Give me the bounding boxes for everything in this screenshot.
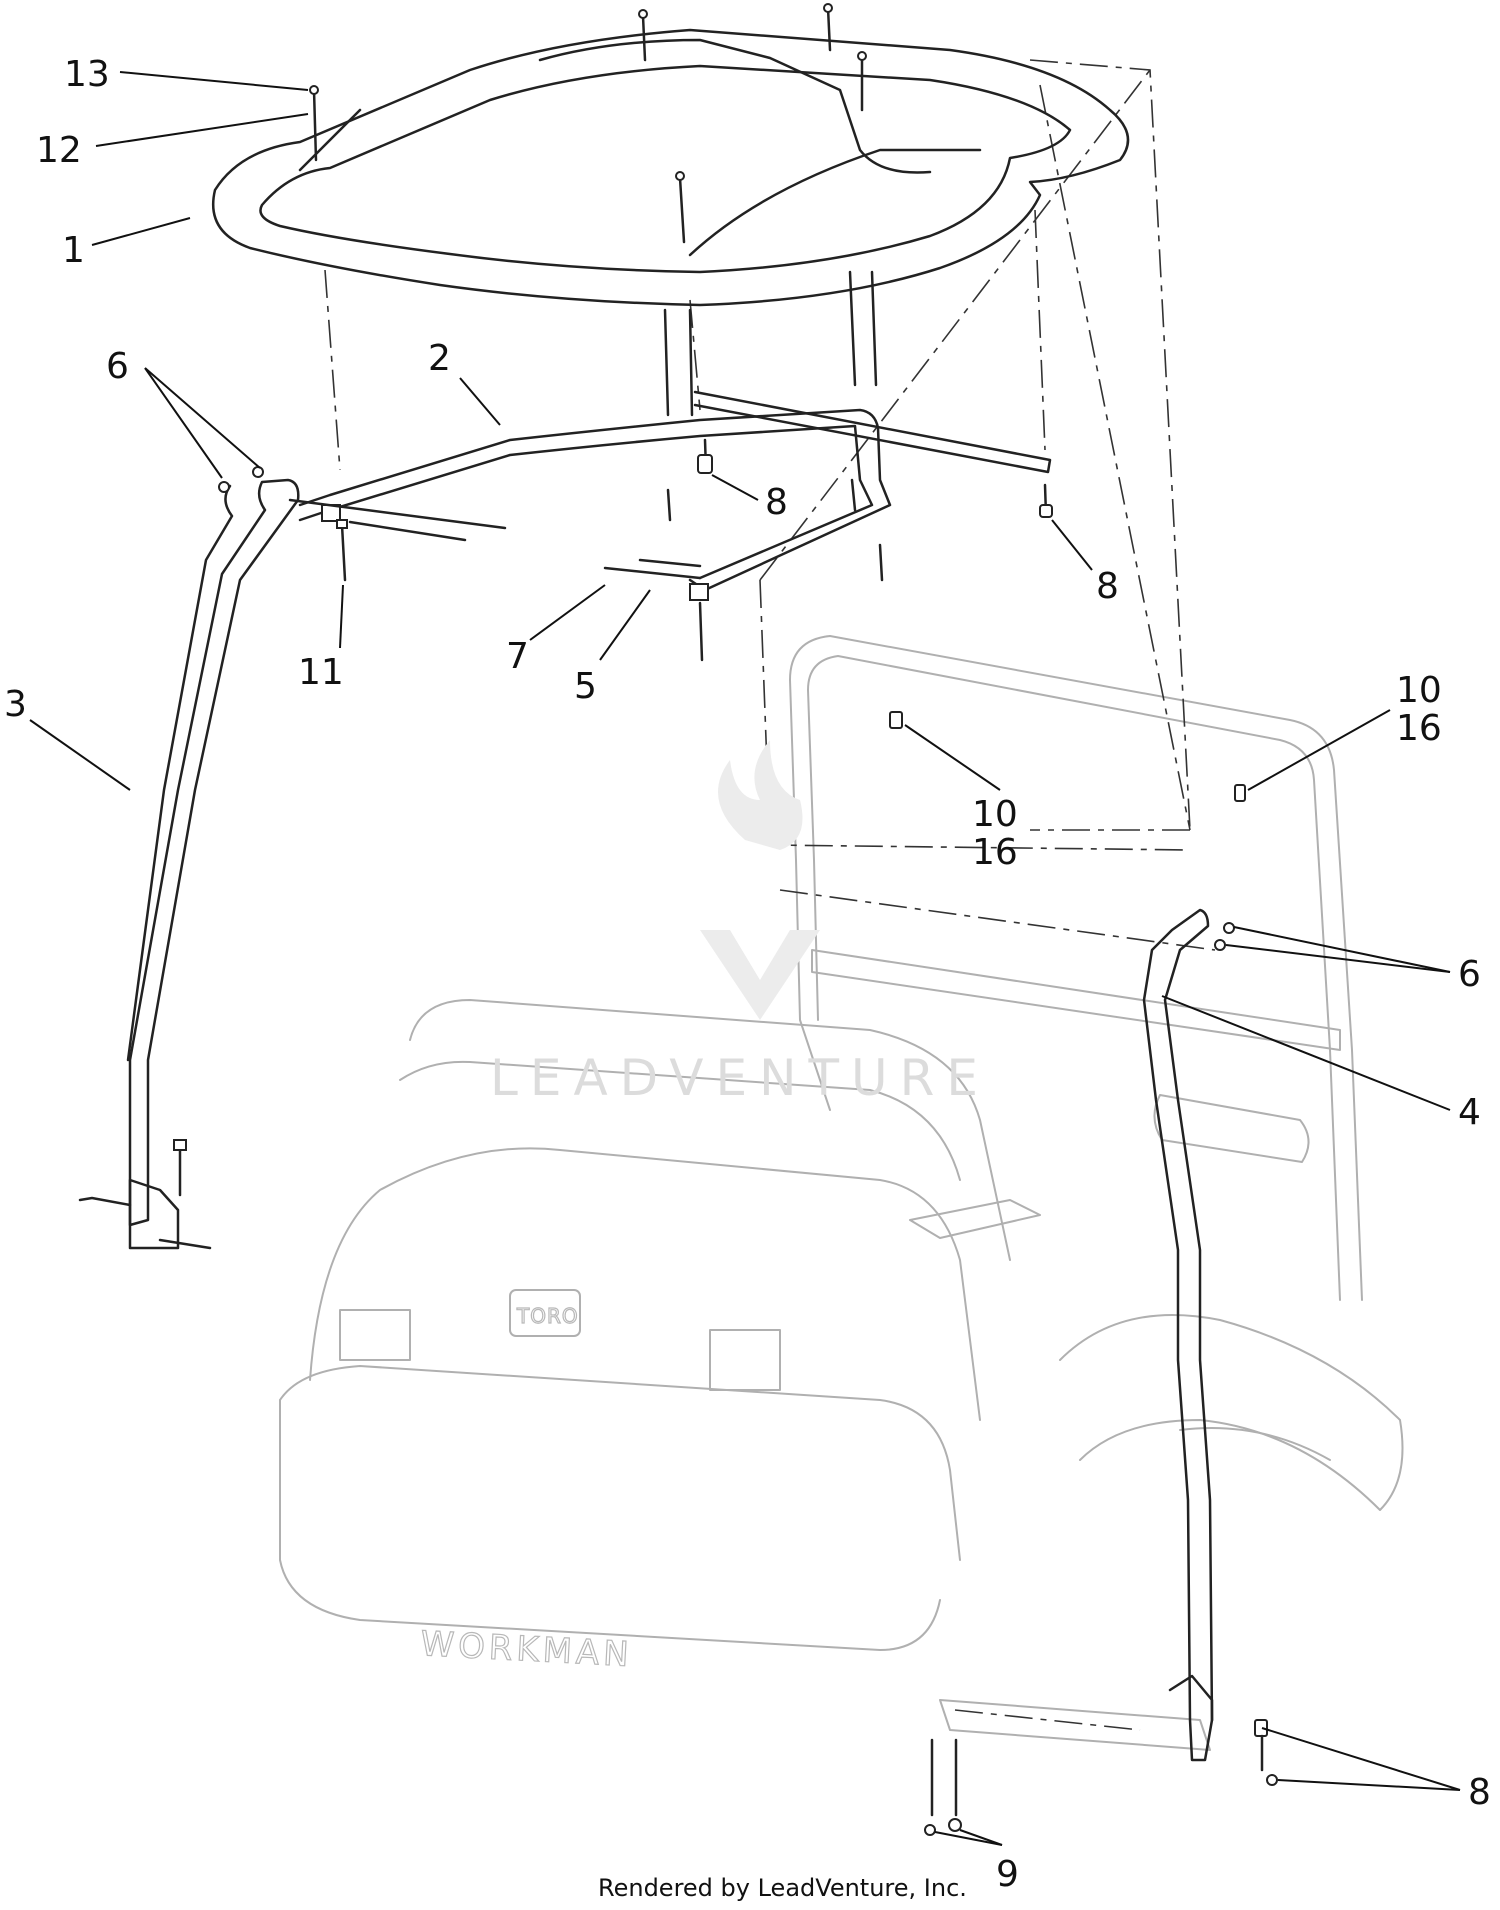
callout-10-right: 10 bbox=[1396, 670, 1442, 711]
callout-6-left: 6 bbox=[106, 346, 129, 387]
watermark-text: LEADVENTURE bbox=[490, 1049, 990, 1107]
callout-13: 13 bbox=[64, 54, 110, 95]
logo-chevron-icon bbox=[700, 930, 820, 1020]
canopy-top bbox=[211, 3, 1130, 417]
front-upright bbox=[126, 478, 300, 1250]
callouts: 13 12 1 2 6 3 8 8 11 7 5 10 16 10 16 6 4… bbox=[4, 54, 1491, 1895]
support-bar bbox=[298, 390, 1052, 601]
hardware bbox=[78, 438, 1278, 1836]
callout-1: 1 bbox=[62, 230, 85, 271]
watermark: LEADVENTURE bbox=[490, 740, 990, 1107]
flame-icon bbox=[718, 740, 803, 850]
callout-9: 9 bbox=[996, 1854, 1019, 1895]
callout-3: 3 bbox=[4, 684, 27, 725]
tailgate-text: WORKMAN bbox=[420, 1624, 634, 1675]
leader-lines bbox=[29, 71, 1461, 1846]
assembly-lines bbox=[324, 59, 1216, 1731]
callout-8-bottom: 8 bbox=[1468, 1772, 1491, 1813]
callout-2: 2 bbox=[428, 338, 451, 379]
callout-8-top: 8 bbox=[765, 482, 788, 523]
brand-plate-text: TORO bbox=[516, 1304, 579, 1328]
callout-16-right: 16 bbox=[1396, 708, 1442, 749]
callout-16-center: 16 bbox=[972, 832, 1018, 873]
callout-4: 4 bbox=[1458, 1092, 1481, 1133]
callout-12: 12 bbox=[36, 130, 82, 171]
callout-10-center: 10 bbox=[972, 794, 1018, 835]
callout-11: 11 bbox=[298, 652, 344, 693]
callout-8-right: 8 bbox=[1096, 566, 1119, 607]
rear-upright bbox=[1142, 908, 1214, 1762]
callout-5: 5 bbox=[574, 666, 597, 707]
callout-7: 7 bbox=[506, 636, 529, 677]
footer-credit: Rendered by LeadVenture, Inc. bbox=[598, 1874, 967, 1902]
vehicle-outline: TORO WORKMAN bbox=[279, 635, 1404, 1751]
callout-6-right: 6 bbox=[1458, 954, 1481, 995]
